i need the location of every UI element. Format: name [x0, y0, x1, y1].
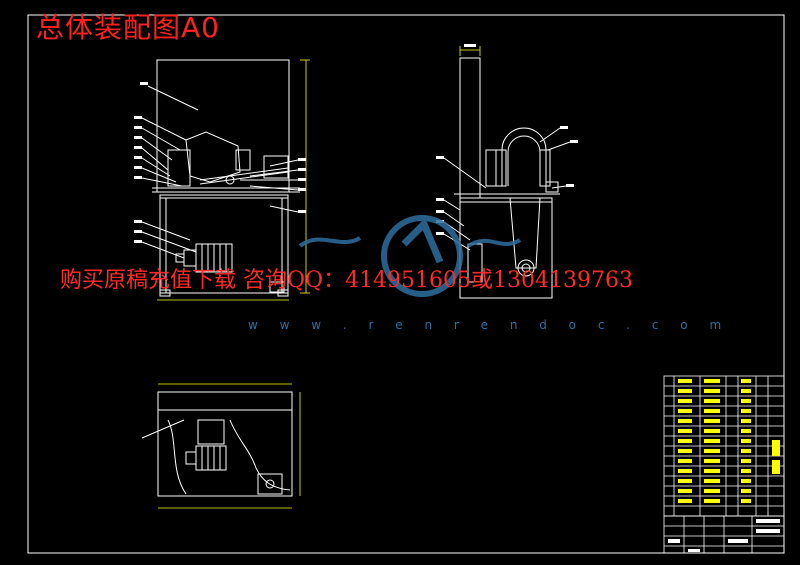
- title-block: [663, 515, 785, 554]
- top-view: [141, 391, 293, 497]
- parts-list-entries: [678, 379, 780, 503]
- drawing-frame: [27, 14, 785, 554]
- side-view-dimensions: [459, 46, 481, 56]
- side-view-part-numbers: [436, 44, 578, 235]
- title-block-entries: [668, 519, 780, 552]
- side-view: [443, 57, 571, 299]
- front-view-dimensions: [157, 59, 310, 301]
- front-view-part-numbers: [134, 82, 306, 243]
- watermark-logo: [298, 215, 522, 297]
- drawing-title: 总体装配图A0: [36, 11, 220, 44]
- purchase-notice: 购买原稿充值下载 咨询QQ：414951605或1304139763: [60, 268, 634, 293]
- top-view-dimensions: [158, 383, 301, 509]
- watermark-url: w w w . r e n r e n d o c . c o m: [248, 318, 731, 332]
- front-view: [141, 59, 300, 297]
- parts-list-table: [663, 375, 785, 517]
